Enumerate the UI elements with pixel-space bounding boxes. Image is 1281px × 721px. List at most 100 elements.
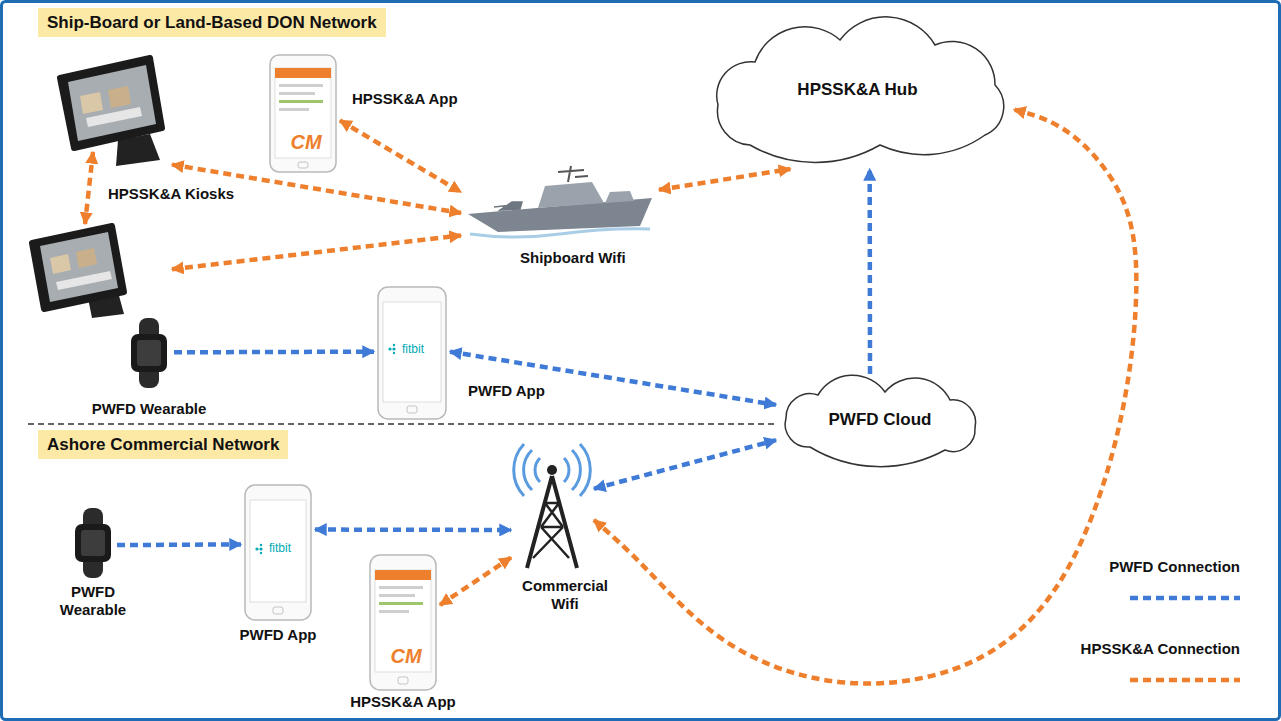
app-line [279, 108, 309, 111]
app-header [275, 68, 331, 78]
zone-title: Ashore Commercial Network [47, 434, 279, 455]
logo-dot [388, 347, 391, 350]
device-caption: PWFD App [468, 382, 545, 400]
device-caption: PWFD Wearable [88, 400, 210, 418]
logo-dot [260, 552, 262, 554]
app-device: HPSSK&A App [370, 555, 436, 690]
wearable-device: PWFD Wearable [128, 318, 170, 388]
phone-body [378, 287, 446, 419]
logo-dot [393, 344, 395, 346]
brand-logo-text: fitbit [384, 342, 442, 356]
screen-tile [108, 86, 131, 108]
fitness-connection [117, 542, 241, 547]
legend-text: PWFD Connection [1109, 558, 1240, 575]
cloud-title: HPSSK&A Hub [797, 80, 917, 100]
hub-connection [440, 558, 511, 605]
phone-body [270, 55, 336, 172]
hub-connection [659, 169, 790, 190]
ship-superstructure [605, 191, 634, 203]
phone-body [370, 555, 436, 690]
brand-logo-text: fitbit [251, 541, 309, 555]
ship-gun [494, 202, 522, 210]
app-line [279, 92, 315, 95]
screen-tile [50, 254, 71, 274]
hub-connection [340, 121, 461, 193]
phone-body [245, 485, 311, 620]
device-caption: Commercial Wifi [515, 577, 615, 613]
phone-button [407, 406, 417, 413]
app-line [379, 602, 423, 605]
app-device: HPSSK&A App [270, 55, 336, 172]
pwfd-cloud: PWFD Cloud [780, 378, 980, 462]
device-caption: HPSSK&A Kiosks [108, 185, 234, 203]
wifi-tower: Commercial Wifi [515, 445, 590, 570]
logo-dot [255, 547, 258, 550]
ship-wifi: Shipboard Wifi [465, 165, 655, 245]
legend-text: HPSSK&A Connection [1081, 640, 1240, 657]
app-line [379, 594, 415, 597]
ship-mast [558, 166, 588, 182]
phone-screen [275, 68, 331, 158]
fitness-connection [315, 527, 511, 532]
wearable-face [131, 334, 167, 372]
zone-label: Ship-Board or Land-Based DON Network [38, 8, 386, 37]
zone-label: Ashore Commercial Network [38, 430, 288, 459]
phone-screen [375, 570, 431, 672]
fitness-connection [450, 352, 776, 405]
device-caption: HPSSK&A App [348, 693, 458, 711]
ship-superstructure [538, 182, 604, 208]
tower-bracing [533, 503, 569, 558]
phone-button [398, 677, 408, 684]
fitness-connection [174, 349, 374, 354]
wearable-face [75, 524, 111, 562]
legend-sample [1130, 678, 1240, 683]
kiosk-screen [40, 232, 118, 302]
kiosk-link [85, 152, 93, 224]
app-logo-text: CM [284, 131, 328, 154]
legend-sample [1130, 596, 1240, 601]
ship-illustration [468, 166, 652, 237]
app-line [379, 586, 423, 589]
logo-dot [393, 352, 395, 354]
app-header [375, 570, 431, 580]
device-caption: HPSSK&A App [352, 90, 458, 108]
hub-connection [172, 235, 461, 269]
app-logo-text: CM [384, 645, 428, 668]
hub-cloud: HPSSK&A Hub [705, 15, 1010, 165]
wearable-device: PWFD Wearable [73, 508, 113, 578]
app-line [379, 610, 409, 613]
cloud-title: PWFD Cloud [829, 410, 932, 430]
device-caption: PWFD App [235, 626, 321, 644]
phone-screen [383, 302, 441, 402]
phone-button [298, 162, 308, 168]
wearable-screen [137, 340, 161, 366]
kiosk-screen [68, 65, 156, 141]
device-caption: PWFD Wearable [53, 583, 133, 619]
zone-title: Ship-Board or Land-Based DON Network [47, 12, 377, 33]
screen-tile [86, 107, 142, 127]
antenna-tip [547, 465, 557, 475]
zone-divider [28, 423, 776, 424]
kiosk-device: HPSSK&A Kiosks [28, 55, 168, 310]
device-caption: Shipboard Wifi [520, 249, 626, 267]
tower-illustration [514, 444, 591, 568]
app-line [279, 84, 323, 87]
kiosk-frame [60, 58, 162, 148]
radio-waves [514, 444, 591, 496]
screen-tile [80, 92, 103, 114]
cloud-shape [717, 17, 1004, 163]
fitness-connection [594, 440, 776, 489]
logo-dot [259, 547, 262, 550]
phone-button [273, 607, 283, 614]
logo-dot [392, 347, 395, 350]
cloud-shape [785, 375, 975, 466]
logo-dot [260, 544, 262, 546]
hub-connection [594, 110, 1136, 684]
fitness-connection [867, 169, 872, 374]
kiosk-frame [32, 226, 124, 309]
app-line [279, 100, 323, 103]
phone-illustration [245, 55, 446, 690]
